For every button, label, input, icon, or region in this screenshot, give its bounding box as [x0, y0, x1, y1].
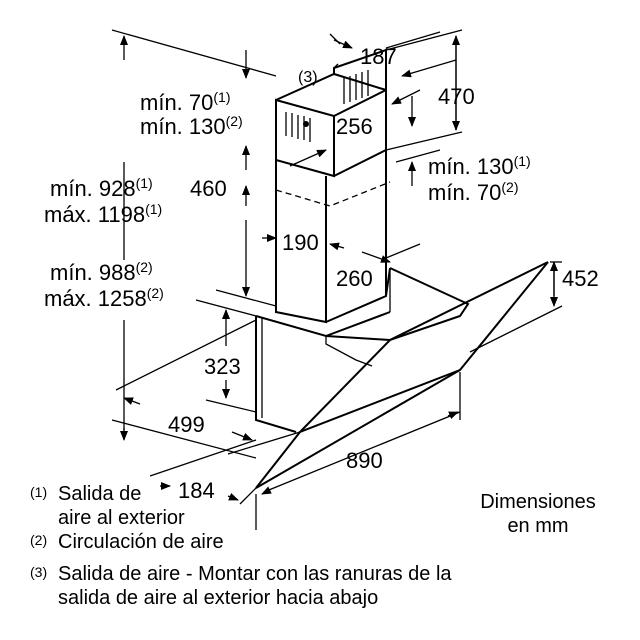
dim-460: 460	[190, 176, 227, 201]
height-min-988: mín. 988(2)	[50, 259, 153, 285]
dim-470: 470	[438, 84, 475, 109]
dim-260: 260	[336, 266, 373, 291]
dim-323: 323	[204, 354, 241, 379]
legend-mark-3: (3)	[30, 564, 48, 580]
legend-item-2: (2) Circulación de aire	[30, 530, 630, 554]
right-min-70: mín. 70(2)	[428, 179, 519, 205]
dim-256: 256	[336, 114, 373, 139]
top-min-70: mín. 70(1)	[140, 89, 231, 115]
height-min-928: mín. 928(1)	[50, 175, 153, 201]
legend-text-1b: aire al exterior	[58, 507, 185, 529]
legend-text-1a: Salida de	[58, 483, 142, 505]
units-note: Dimensiones en mm	[466, 490, 610, 538]
legend: (1) Salida de aire al exterior (2) Circu…	[30, 482, 630, 610]
dim-499: 499	[168, 412, 205, 437]
hood-body	[255, 261, 549, 489]
legend-text-3a: Salida de aire - Montar con las ranuras …	[58, 563, 452, 585]
outlet-point	[303, 121, 309, 127]
dim-190: 190	[282, 230, 319, 255]
units-line-1: Dimensiones	[480, 491, 596, 513]
units-line-2: en mm	[507, 515, 569, 537]
dim-184: 184	[178, 478, 215, 503]
dim-452: 452	[562, 266, 599, 291]
legend-mark-1: (1)	[30, 484, 48, 500]
legend-text-3b: salida de aire al exterior hacia abajo	[58, 587, 379, 609]
dimension-values: 187 470 256 460 190 260 452 323 499 890 …	[168, 44, 599, 503]
height-max-1258: máx. 1258(2)	[44, 285, 164, 311]
side-labels: (3) mín. 70(1) mín. 130(2) mín. 130(1) m…	[44, 69, 531, 311]
dim-890: 890	[346, 448, 383, 473]
dim-187: 187	[360, 44, 397, 69]
right-min-130: mín. 130(1)	[428, 153, 531, 179]
legend-item-1: (1) Salida de aire al exterior	[30, 482, 630, 530]
legend-mark-2: (2)	[30, 532, 48, 548]
outlet-marker: (3)	[298, 69, 318, 86]
legend-item-3: (3) Salida de aire - Montar con las ranu…	[30, 562, 630, 610]
legend-text-2: Circulación de aire	[58, 531, 224, 553]
height-max-1198: máx. 1198(1)	[44, 201, 162, 227]
top-min-130: mín. 130(2)	[140, 113, 243, 139]
dimension-lines	[111, 29, 563, 530]
upper-chimney	[275, 48, 387, 178]
vent-slots-right	[343, 70, 369, 104]
vent-slots-front	[285, 112, 311, 142]
